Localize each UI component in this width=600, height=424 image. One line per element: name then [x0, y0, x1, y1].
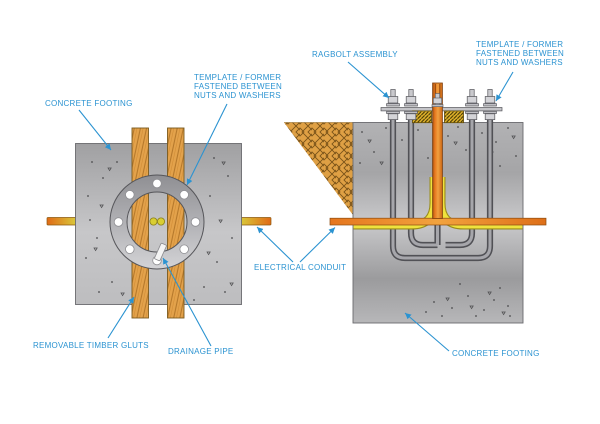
timber-glut-left — [131, 127, 149, 319]
bolt-2 — [404, 89, 418, 120]
template-timber-block-right — [444, 110, 464, 124]
leader-lines — [78, 61, 514, 352]
label-template-former-right: TEMPLATE / FORMER FASTENED BETWEEN NUTS … — [476, 40, 565, 67]
drainage-pipe-plan — [154, 242, 167, 262]
timber-glut-right — [167, 127, 185, 319]
label-removable-timber-gluts: REMOVABLE TIMBER GLUTS — [33, 341, 149, 350]
leader-concrete-footing-left — [78, 109, 112, 151]
label-ragbolt-assembly: RAGBOLT ASSEMBLY — [312, 50, 398, 59]
template-bolt-holes — [113, 178, 201, 266]
label-concrete-footing-left: CONCRETE FOOTING — [45, 99, 133, 108]
plan-view — [46, 127, 272, 319]
conduit-ends-plan — [149, 217, 165, 226]
leader-drainage-pipe — [162, 257, 212, 347]
leader-conduit-right — [299, 227, 336, 263]
section-view — [284, 82, 547, 324]
leader-conduit-left — [256, 226, 294, 263]
leader-template-left — [186, 103, 228, 186]
ragbolt-rods — [389, 112, 494, 262]
electrical-conduit-stub-right — [240, 217, 272, 226]
bolt-4 — [483, 89, 497, 120]
template-former-ring — [109, 174, 205, 270]
leader-ragbolt — [347, 61, 390, 99]
center-bolt — [431, 93, 444, 108]
electrical-conduit-horizontal — [329, 217, 547, 226]
electrical-conduit-stub-left — [46, 217, 77, 226]
concrete-speckles-plan — [85, 157, 234, 301]
bolt-3 — [465, 89, 479, 120]
label-electrical-conduit: ELECTRICAL CONDUIT — [254, 263, 347, 272]
bolt-1 — [386, 89, 400, 120]
leader-timber-gluts — [107, 296, 135, 339]
label-template-former-left: TEMPLATE / FORMER FASTENED BETWEEN NUTS … — [194, 73, 283, 100]
ragbolt-fasteners — [386, 89, 497, 120]
label-concrete-footing-right: CONCRETE FOOTING — [452, 349, 540, 358]
leader-template-right — [495, 71, 514, 102]
label-drainage-pipe: DRAINAGE PIPE — [168, 347, 234, 356]
earth-hatch — [284, 122, 353, 215]
leader-concrete-footing-right — [404, 312, 450, 352]
